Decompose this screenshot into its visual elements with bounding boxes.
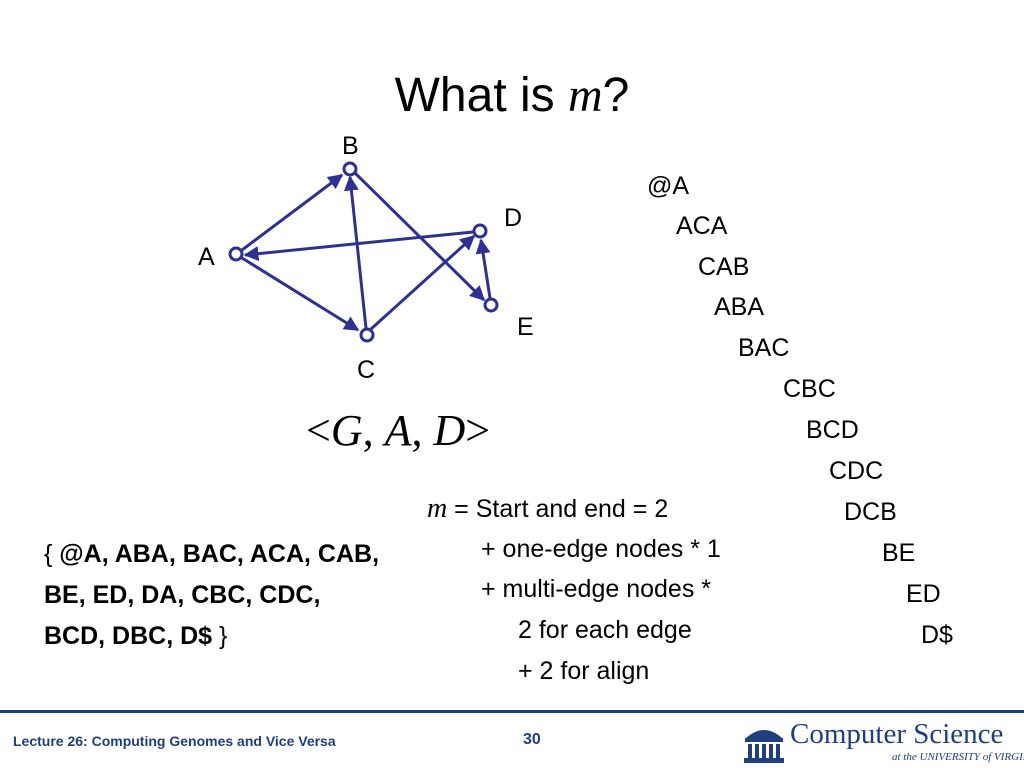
sequence-item: BAC: [738, 334, 790, 362]
edge-a-b: [241, 173, 344, 252]
title-suffix: ?: [602, 69, 630, 122]
slide-number: 30: [523, 731, 541, 748]
footer-divider: [0, 710, 1024, 713]
set-close-brace: }: [212, 622, 228, 650]
tuple-sep-1: ,: [362, 406, 385, 455]
formula-line-2: + one-edge nodes * 1: [481, 535, 721, 563]
formula-line-4: 2 for each edge: [518, 616, 692, 644]
node-a: [228, 246, 244, 262]
rotunda-icon: [744, 730, 784, 763]
formula-line-1-text: = Start and end = 2: [447, 495, 669, 523]
node-label-d: D: [504, 204, 523, 232]
logo-subtitle: at the UNIVERSITY of VIRGINIA: [892, 751, 1024, 763]
title-prefix: What is: [394, 69, 568, 122]
sequence-item: DCB: [844, 498, 897, 526]
tuple-open: <: [306, 406, 331, 455]
sequence-item: CAB: [698, 253, 750, 281]
node-e: [483, 297, 499, 313]
edge-a-c: [241, 256, 360, 332]
sequence-item: @A: [647, 172, 690, 200]
set-open-brace: {: [44, 540, 60, 568]
string-set: { @A, ABA, BAC, ACA, CAB, BE, ED, DA, CB…: [44, 534, 384, 657]
edge-c-b: [343, 175, 368, 329]
formula-variable: m: [427, 493, 448, 524]
tuple-close: >: [465, 406, 491, 455]
tuple-g: G: [330, 406, 363, 455]
tuple-a: A: [384, 406, 412, 455]
formula-line-1: m = Start and end = 2: [427, 488, 668, 530]
sequence-item: ED: [906, 580, 941, 608]
node-label-a: A: [198, 243, 215, 271]
sequence-item: BCD: [806, 416, 859, 444]
sequence-item: D$: [921, 621, 953, 649]
edge-b-e: [353, 171, 486, 302]
node-label-b: B: [342, 132, 359, 160]
sequence-item: ACA: [676, 212, 728, 240]
formula-line-5: + 2 for align: [518, 657, 650, 685]
sequence-item: BE: [882, 539, 916, 567]
slide-title: What is m?: [0, 66, 1024, 126]
tuple-sep-2: ,: [411, 406, 434, 455]
node-label-e: E: [517, 313, 534, 341]
sequence-item: CDC: [829, 457, 884, 485]
university-logo: Computer Science at the UNIVERSITY of VI…: [742, 718, 1024, 764]
logo-wordmark: Computer Science: [790, 718, 1004, 750]
tuple-d: D: [433, 406, 466, 455]
node-d: [472, 223, 488, 239]
set-contents: @A, ABA, BAC, ACA, CAB, BE, ED, DA, CBC,…: [44, 540, 380, 650]
formula-line-3: + multi-edge nodes *: [481, 575, 712, 603]
node-b: [342, 161, 358, 177]
edge-d-a: [243, 230, 474, 262]
edge-e-d: [475, 238, 492, 299]
sequence-item: ABA: [714, 293, 765, 321]
node-label-c: C: [357, 356, 376, 384]
footer-lecture-title: Lecture 26: Computing Genomes and Vice V…: [13, 733, 336, 749]
node-c: [359, 327, 375, 343]
graph-tuple: <G, A, D>: [306, 406, 490, 456]
sequence-item: CBC: [783, 375, 836, 403]
edge-c-d: [369, 234, 476, 331]
title-variable: m: [568, 69, 603, 122]
